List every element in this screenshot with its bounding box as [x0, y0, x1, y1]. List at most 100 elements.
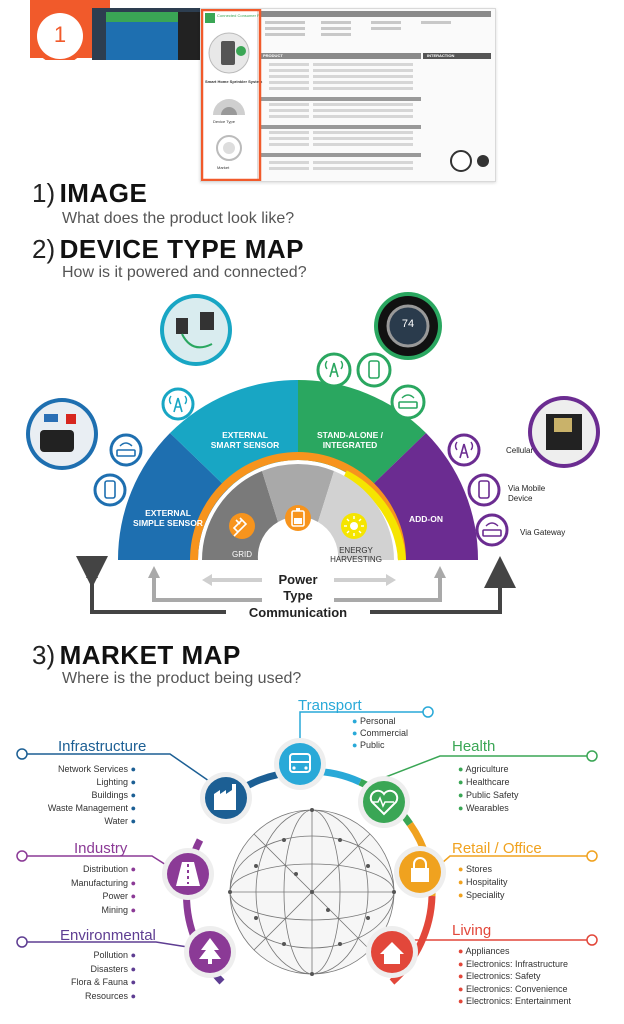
mobile-icon	[356, 352, 392, 388]
category-title-health: Health	[452, 738, 496, 755]
power-band-yellow	[343, 470, 406, 561]
section-device-title: DEVICE TYPE MAP	[59, 234, 305, 264]
battery-icon	[285, 505, 311, 531]
product-photo-smart-sensor	[160, 294, 232, 366]
gateway-icon	[390, 384, 426, 420]
device-type-caption: Device Type	[213, 119, 235, 124]
legend-gateway: Via Gateway	[520, 528, 566, 537]
section-image-title: IMAGE	[59, 178, 148, 208]
axis-communication: Communication	[248, 605, 348, 620]
market-mini-map	[216, 135, 242, 161]
product-photo-thermostat	[374, 292, 442, 360]
cellular-icon	[316, 352, 352, 388]
plug-icon	[229, 513, 255, 539]
category-title-transport: Transport	[298, 697, 362, 714]
thermostat-reading: 74	[401, 318, 415, 330]
power-battery-sector	[262, 463, 334, 522]
category-title-retail: Retail / Office	[452, 840, 542, 857]
card-sidebar: Connected Consumer Products Smart Home S…	[201, 9, 273, 181]
mobile-icon	[93, 473, 127, 507]
list-item: ● Healthcare	[458, 777, 510, 787]
power-label-grid: GRID	[232, 550, 252, 559]
list-item: Flora & Fauna ●	[71, 977, 136, 987]
section-image-subtitle: What does the product look like?	[62, 210, 295, 227]
list-item: Power ●	[102, 891, 136, 901]
market-map	[16, 706, 598, 985]
list-item: ● Speciality	[458, 890, 505, 900]
list-item: ● Public Safety	[458, 790, 519, 800]
product-card-thumbnail: Connected Consumer Products Smart Home S…	[200, 8, 496, 182]
axis-power: Power	[278, 572, 318, 587]
list-item: Pollution ●	[93, 950, 136, 960]
list-item: ● Agriculture	[458, 764, 509, 774]
arrowhead	[202, 574, 212, 586]
gateway-icon	[475, 513, 509, 547]
factory-icon	[200, 772, 252, 824]
connectivity-bubbles	[93, 352, 509, 547]
card-data-area: PRODUCT INTERACTION	[261, 11, 491, 179]
product-photo-simple-sensor	[26, 398, 98, 470]
road-icon	[162, 848, 214, 900]
brand-title: Connected Consumer Products	[217, 13, 273, 18]
list-item: ● Personal	[352, 716, 396, 726]
home-icon	[366, 926, 418, 978]
list-item: Disasters ●	[90, 963, 136, 974]
step-color-tile	[92, 8, 200, 60]
legend-cellular: Cellular	[506, 446, 534, 455]
legend-mobile: Via Mobile Device	[508, 484, 546, 503]
mobile-icon	[467, 473, 501, 507]
list-item: ● Electronics: Infrastructure	[458, 958, 568, 969]
list-item: ● Appliances	[458, 946, 510, 956]
category-list-living: ● Appliances ● Electronics: Infrastructu…	[458, 946, 571, 1009]
list-item: Buildings ●	[91, 790, 136, 800]
shopping-bag-icon	[394, 846, 446, 898]
list-item: Distribution ●	[83, 864, 136, 874]
arrowhead	[148, 566, 160, 578]
section-market-number: 3)	[32, 640, 56, 670]
product-caption: Smart Home Sprinkler System	[205, 79, 263, 84]
gateway-icon	[109, 433, 143, 467]
category-list-industry: Distribution ● Manufacturing ● Power ● M…	[20, 864, 136, 918]
heart-pulse-icon	[358, 776, 410, 828]
list-item: ● Wearables	[458, 803, 509, 813]
list-item: Mining ●	[101, 904, 136, 915]
section-device-number: 2)	[32, 234, 56, 264]
list-item: Lighting ●	[96, 777, 136, 787]
axis-label-bg	[226, 604, 370, 620]
axis-type: Type	[283, 588, 313, 603]
section-image-number: 1)	[32, 178, 56, 208]
product-image-icon	[208, 32, 250, 74]
list-item: Resources ●	[85, 990, 136, 1001]
category-list-retail: ● Stores ● Hospitality ● Speciality	[458, 864, 507, 903]
device-type-mini-map	[213, 99, 245, 115]
brand-logo-icon	[205, 13, 215, 23]
list-item: ● Public	[352, 740, 385, 750]
power-label-harvest: ENERGY HARVESTING	[330, 546, 382, 564]
segment-label-simple: EXTERNAL SIMPLE SENSOR	[133, 508, 203, 528]
highlight-bracket	[201, 9, 262, 181]
segment-label-add-on: ADD-ON	[409, 514, 443, 524]
category-title-infrastructure: Infrastructure	[58, 738, 147, 755]
power-label-battery: BATTERY	[281, 550, 319, 559]
segment-label-standalone: STAND-ALONE / INTEGRATED	[317, 430, 383, 450]
section-image-heading: 1) IMAGE	[32, 178, 147, 209]
section-device-subtitle: How is it powered and connected?	[62, 264, 307, 281]
list-item: ● Electronics: Safety	[458, 971, 541, 981]
category-list-transport: ● Personal ● Commercial ● Public	[352, 716, 408, 752]
list-item: ● Commercial	[352, 728, 408, 738]
section-market-subtitle: Where is the product being used?	[62, 670, 302, 687]
power-center	[258, 520, 338, 560]
card-section-interaction: INTERACTION	[427, 53, 455, 58]
list-item: Network Services ●	[58, 764, 136, 774]
category-list-health: ● Agriculture ● Healthcare ● Public Safe…	[458, 764, 518, 816]
section-market-title: MARKET MAP	[59, 640, 241, 670]
section-device-heading: 2) DEVICE TYPE MAP	[32, 234, 304, 265]
step-number: 1	[53, 22, 67, 47]
category-title-industry: Industry	[74, 840, 128, 857]
list-item: Water ●	[104, 816, 136, 826]
bus-icon	[274, 738, 326, 790]
cellular-icon	[447, 433, 481, 467]
list-item: ● Electronics: Convenience	[458, 983, 568, 994]
segment-label-smart: EXTERNAL SMART SENSOR	[210, 430, 280, 450]
section-market-heading: 3) MARKET MAP	[32, 640, 241, 671]
